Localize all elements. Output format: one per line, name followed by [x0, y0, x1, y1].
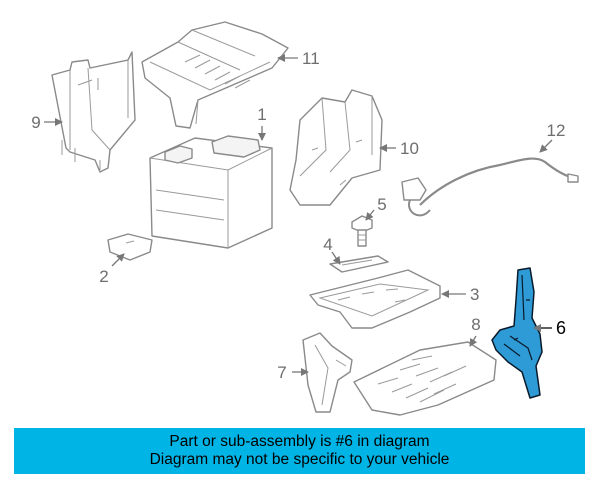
callout-3: 3 [441, 285, 479, 304]
callout-8: 8 [469, 315, 481, 347]
part-10-tray-wall [289, 89, 383, 206]
parts-diagram: 1 2 3 4 5 6 7 8 9 10 11 12 [31, 21, 579, 416]
callout-11: 11 [277, 49, 320, 68]
info-banner: Part or sub-assembly is #6 in diagram Di… [14, 428, 585, 474]
svg-text:5: 5 [377, 195, 386, 214]
part-5-bolt [351, 215, 373, 247]
part-3-tray [309, 269, 441, 329]
part-12-cable [401, 157, 579, 217]
part-11-cover [141, 21, 289, 129]
callout-10: 10 [379, 139, 419, 158]
svg-text:7: 7 [277, 363, 286, 382]
svg-text:1: 1 [257, 105, 266, 124]
svg-text:9: 9 [31, 113, 40, 132]
svg-text:11: 11 [302, 49, 320, 68]
callout-5: 5 [365, 195, 387, 221]
svg-text:10: 10 [400, 139, 419, 158]
part-2-pad [107, 233, 153, 261]
svg-text:2: 2 [99, 267, 108, 286]
svg-text:6: 6 [556, 318, 566, 338]
banner-line-2: Diagram may not be specific to your vehi… [149, 451, 450, 468]
callout-6: 6 [533, 318, 566, 338]
svg-text:8: 8 [471, 315, 480, 334]
callout-1: 1 [257, 105, 267, 141]
callout-9: 9 [31, 113, 63, 132]
part-1-battery [149, 135, 273, 249]
callout-7: 7 [277, 363, 309, 382]
callout-2: 2 [99, 253, 125, 286]
part-7-support [302, 332, 353, 413]
callout-12: 12 [539, 121, 566, 153]
part-4-clamp [329, 255, 389, 273]
banner-line-1: Part or sub-assembly is #6 in diagram [169, 433, 430, 450]
callout-4: 4 [323, 235, 341, 265]
svg-text:12: 12 [547, 121, 566, 140]
svg-text:3: 3 [470, 285, 479, 304]
part-9-bracket [51, 51, 136, 173]
svg-text:4: 4 [323, 235, 332, 254]
part-8-plate [353, 341, 497, 416]
part-6-bracket-highlighted[interactable] [491, 267, 543, 399]
